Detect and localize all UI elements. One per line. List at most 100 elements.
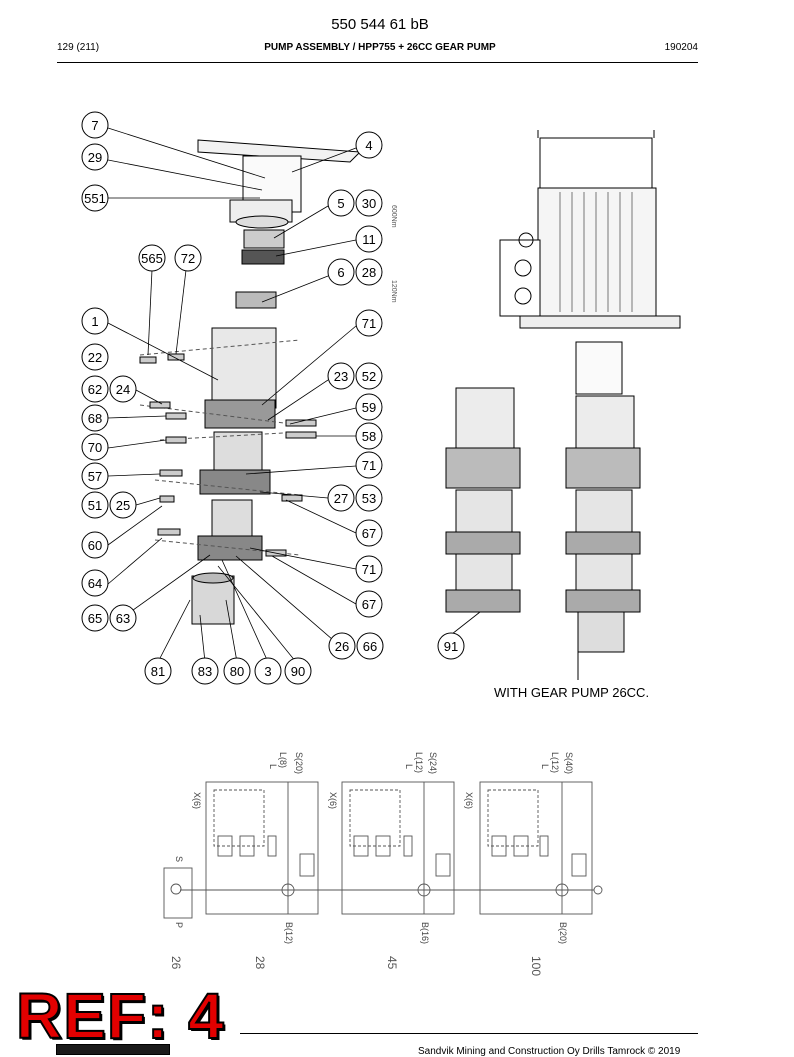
balloon-68	[81, 404, 109, 432]
balloon-11	[355, 225, 383, 253]
schematic-label: B(16)	[420, 922, 430, 944]
balloon-25	[109, 491, 137, 519]
schematic-label: P	[174, 922, 184, 928]
balloon-24	[109, 375, 137, 403]
balloon-71b	[355, 451, 383, 479]
header-rule	[57, 62, 698, 63]
schematic-label: X(6)	[192, 792, 202, 809]
balloon-label: 23	[334, 369, 348, 384]
balloon-label: 52	[362, 369, 376, 384]
balloon-71a	[355, 309, 383, 337]
balloon-label: 67	[362, 526, 376, 541]
balloon-label: 59	[362, 400, 376, 415]
footer-rule	[240, 1033, 698, 1034]
balloon-70	[81, 433, 109, 461]
schematic-label: L(12)	[414, 752, 424, 773]
balloon-label: 80	[230, 664, 244, 679]
balloon-60	[81, 531, 109, 559]
balloon-51	[81, 491, 109, 519]
balloon-63	[109, 604, 137, 632]
balloon-label: 565	[141, 251, 163, 266]
hydraulic-schematic	[163, 781, 603, 919]
balloon-label: 63	[116, 611, 130, 626]
balloon-27	[327, 484, 355, 512]
balloon-label: 64	[88, 576, 102, 591]
balloon-58	[355, 422, 383, 450]
balloon-label: 71	[362, 562, 376, 577]
balloon-80	[223, 657, 251, 685]
balloon-29	[81, 143, 109, 171]
balloon-label: 81	[151, 664, 165, 679]
balloon-label: 25	[116, 498, 130, 513]
balloon-label: 11	[362, 232, 376, 247]
balloon-label: 83	[198, 664, 212, 679]
balloon-label: 28	[362, 265, 376, 280]
balloon-label: 67	[362, 597, 376, 612]
balloon-5	[327, 189, 355, 217]
balloon-label: 91	[444, 639, 458, 654]
torque-note: 600Nm	[390, 205, 397, 228]
balloon-83	[191, 657, 219, 685]
balloon-label: 70	[88, 440, 102, 455]
page-number: 129 (211)	[57, 42, 100, 53]
balloon-label: 72	[181, 251, 195, 266]
balloon-565	[138, 244, 166, 272]
copyright-text: Sandvik Mining and Construction Oy Drill…	[418, 1046, 681, 1057]
schematic-label: L	[540, 764, 550, 769]
balloon-7	[81, 111, 109, 139]
balloon-label: 57	[88, 469, 102, 484]
balloon-90	[284, 657, 312, 685]
schematic-label: L	[404, 764, 414, 769]
page-title: PUMP ASSEMBLY / HPP755 + 26CC GEAR PUMP	[264, 42, 496, 53]
schematic-label: S(40)	[564, 752, 574, 774]
balloon-label: 62	[88, 382, 102, 397]
schematic-label: X(6)	[328, 792, 338, 809]
assembled-pump-stack-right	[565, 395, 641, 680]
balloon-label: 22	[88, 350, 102, 365]
schematic-label: X(6)	[464, 792, 474, 809]
revision-date: 190204	[664, 42, 698, 53]
balloon-71c	[355, 555, 383, 583]
schematic-label: L	[268, 764, 278, 769]
schematic-label: L(12)	[550, 752, 560, 773]
balloon-30	[355, 189, 383, 217]
balloon-label: 1	[91, 314, 98, 329]
assembled-pump-stack-left	[445, 387, 521, 613]
balloon-53	[355, 484, 383, 512]
balloon-59	[355, 393, 383, 421]
displacement-label: 28	[253, 956, 267, 970]
balloon-64	[81, 569, 109, 597]
schematic-label: B(12)	[284, 922, 294, 944]
ref-stamp: REF: 4	[15, 980, 225, 1052]
balloon-label: 27	[334, 491, 348, 506]
balloon-91	[437, 632, 465, 660]
balloon-3	[254, 657, 282, 685]
balloon-22	[81, 343, 109, 371]
gear-pump	[191, 572, 235, 625]
motor-flange	[197, 139, 362, 229]
balloon-label: 7	[91, 118, 98, 133]
balloon-1	[81, 307, 109, 335]
balloon-65	[81, 604, 109, 632]
balloon-label: 4	[365, 138, 372, 153]
balloon-72	[174, 244, 202, 272]
balloon-label: 30	[362, 196, 376, 211]
balloon-52	[355, 362, 383, 390]
balloon-label: 551	[84, 191, 106, 206]
schematic-label: S(20)	[294, 752, 304, 774]
balloon-label: 58	[362, 429, 376, 444]
balloon-label: 53	[362, 491, 376, 506]
balloon-label: 26	[335, 639, 349, 654]
displacement-label: 100	[529, 956, 543, 976]
balloon-28	[355, 258, 383, 286]
balloon-label: 60	[88, 538, 102, 553]
document-number: 550 544 61 bB	[331, 16, 429, 33]
balloon-label: 3	[264, 664, 271, 679]
balloon-label: 65	[88, 611, 102, 626]
balloon-label: 68	[88, 411, 102, 426]
coupling-hub	[235, 291, 277, 309]
balloon-26	[328, 632, 356, 660]
balloon-62	[81, 375, 109, 403]
balloon-label: 71	[362, 458, 376, 473]
